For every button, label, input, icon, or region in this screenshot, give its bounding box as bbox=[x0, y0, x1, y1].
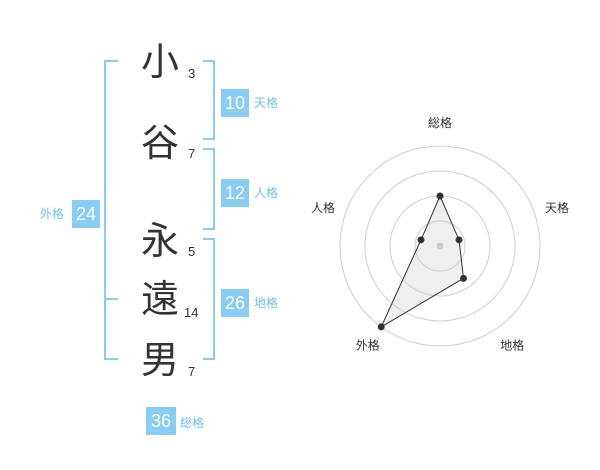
tenkaku-value: 10 bbox=[221, 89, 249, 117]
gaikaku-bracket bbox=[104, 60, 118, 360]
name-char-3: 永 bbox=[140, 219, 179, 263]
jinkaku-bracket bbox=[203, 148, 215, 230]
name-char-5: 男 bbox=[140, 338, 179, 382]
name-char-2: 谷 bbox=[140, 121, 179, 165]
radar-ring bbox=[414, 220, 466, 272]
chikaku-value: 26 bbox=[221, 289, 249, 317]
stroke-count-3: 5 bbox=[188, 244, 196, 259]
chikaku-label: 地格 bbox=[254, 296, 279, 310]
radar-point bbox=[377, 323, 385, 331]
radar-axis-label: 天格 bbox=[545, 200, 569, 215]
jinkaku-value: 12 bbox=[221, 179, 249, 207]
stroke-count-1: 3 bbox=[188, 66, 196, 81]
radar-series bbox=[380, 194, 465, 329]
radar-point bbox=[460, 274, 468, 282]
stroke-count-2: 7 bbox=[188, 146, 196, 161]
radar-point bbox=[436, 192, 444, 200]
chikaku-bracket bbox=[203, 238, 215, 360]
name-char-1: 小 bbox=[140, 40, 179, 84]
radar-axis-label: 地格 bbox=[500, 338, 524, 353]
radar-ring bbox=[364, 170, 516, 322]
tenkaku-label: 天格 bbox=[254, 96, 279, 110]
stroke-count-4: 14 bbox=[184, 305, 199, 320]
radar-ring bbox=[339, 145, 541, 347]
jinkaku-label: 人格 bbox=[254, 186, 279, 200]
soukaku-label: 総格 bbox=[180, 416, 205, 430]
tenkaku-bracket bbox=[203, 60, 215, 140]
soukaku-value: 36 bbox=[146, 407, 176, 435]
gaikaku-bracket-divider bbox=[104, 298, 118, 300]
radar-axis-label: 外格 bbox=[356, 338, 380, 353]
gaikaku-label: 外格 bbox=[40, 207, 65, 221]
radar-center bbox=[436, 242, 444, 250]
gaikaku-value: 24 bbox=[72, 200, 100, 228]
radar-axis-label: 人格 bbox=[311, 200, 335, 215]
radar-point bbox=[417, 236, 425, 244]
stroke-count-5: 7 bbox=[188, 364, 196, 379]
radar-point bbox=[455, 236, 463, 244]
radar-axis-label: 総格 bbox=[428, 115, 452, 130]
name-char-4: 遠 bbox=[140, 277, 179, 321]
